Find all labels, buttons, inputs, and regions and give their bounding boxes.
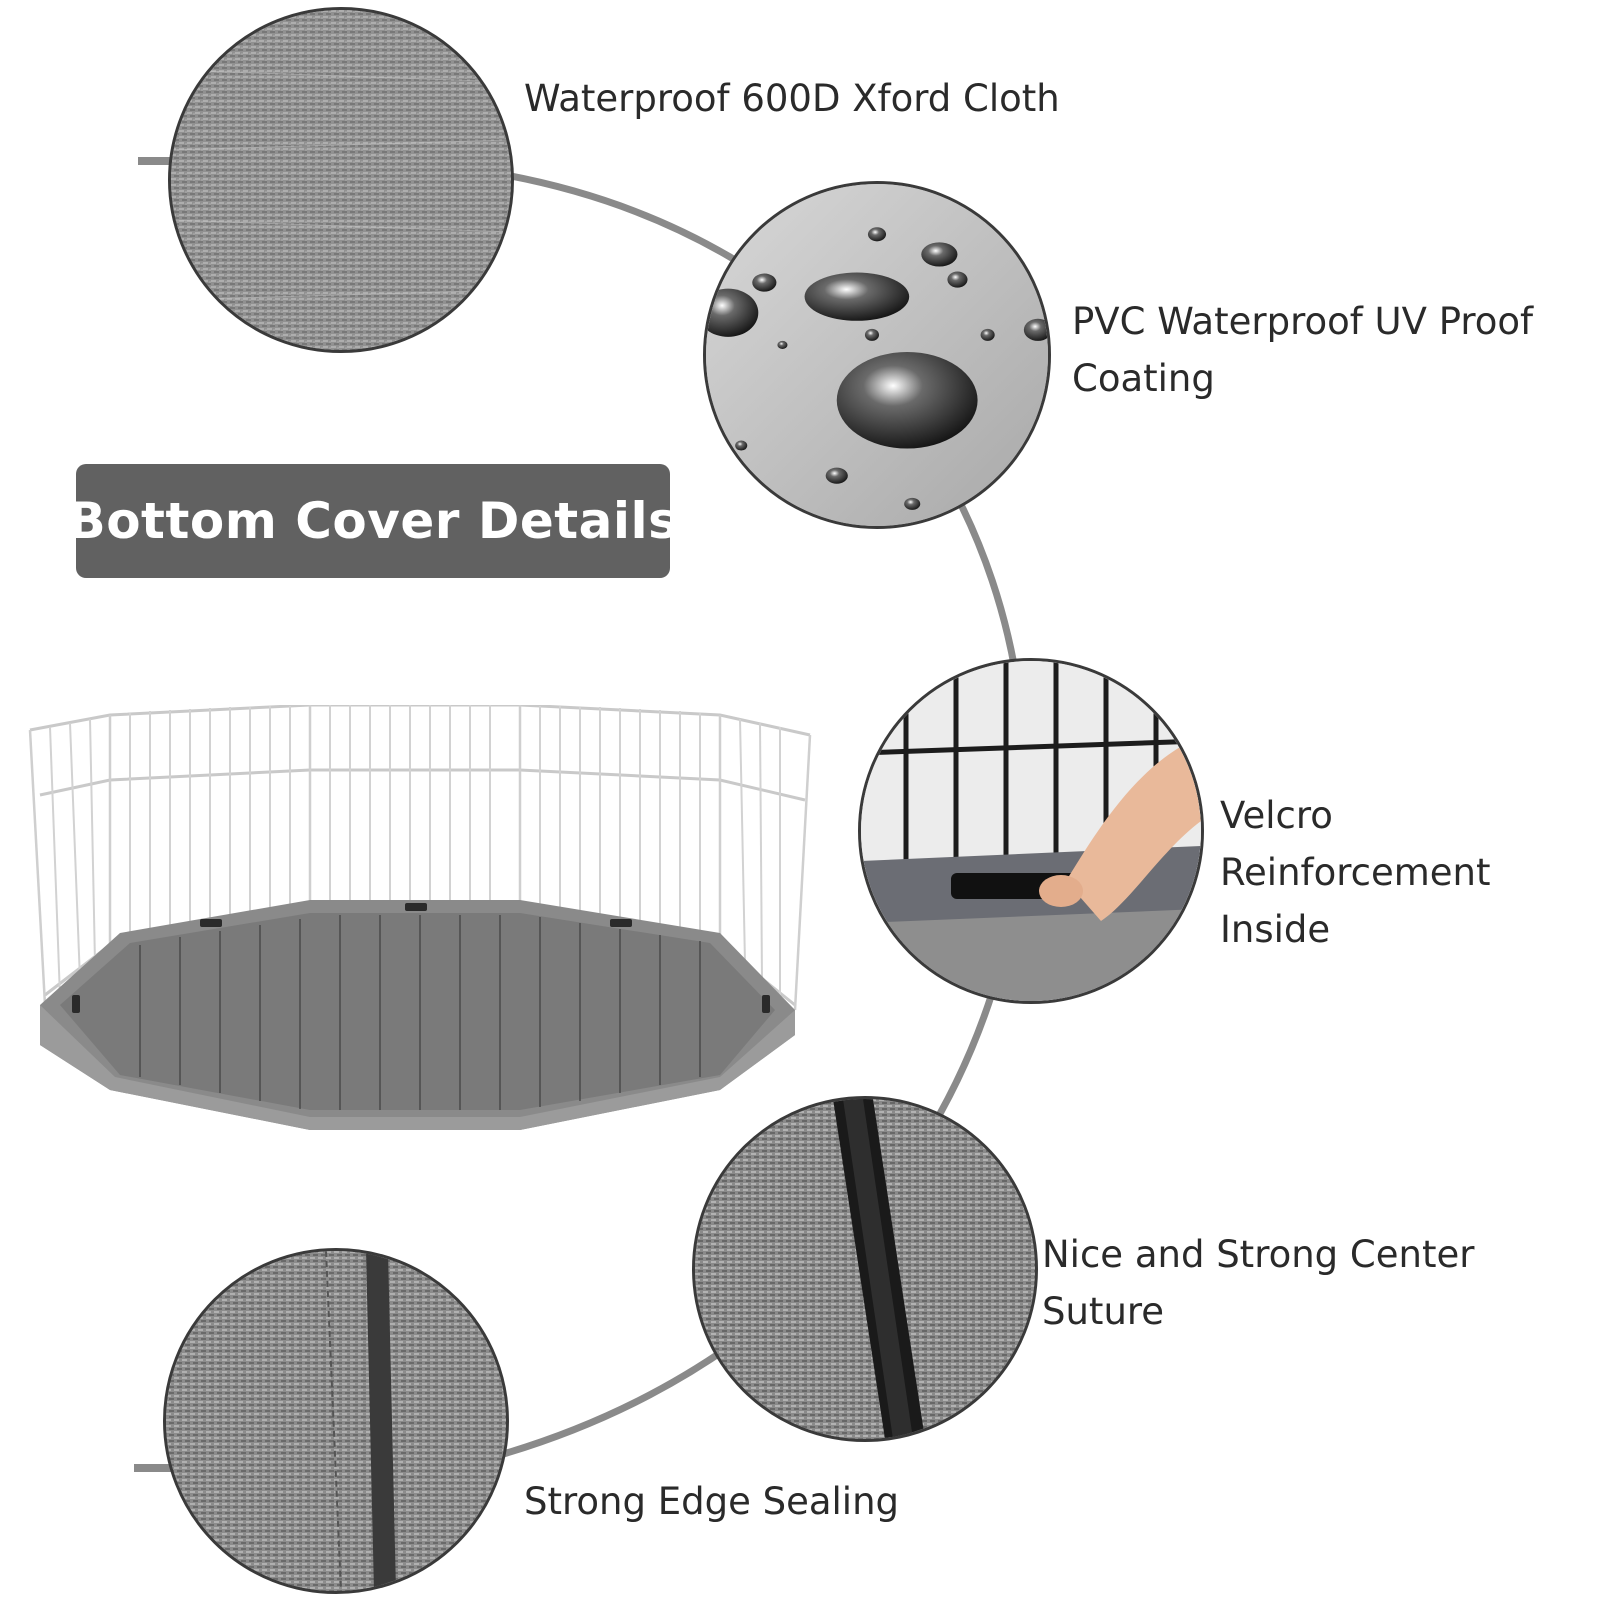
- velcro-strap-icon: [858, 658, 1204, 1004]
- feature-label-suture: Nice and Strong Center Suture: [1042, 1233, 1475, 1333]
- title-banner: Bottom Cover Details: [68, 464, 678, 578]
- playpen-illustration: [20, 705, 830, 1160]
- edge-seam-icon: [163, 1248, 509, 1594]
- feature-label-velcro: Velcro Reinforcement Inside: [1220, 794, 1491, 951]
- page-title: Bottom Cover Details: [67, 492, 679, 550]
- feature-label-edge: Strong Edge Sealing: [524, 1480, 900, 1523]
- center-seam-icon: [692, 1096, 1038, 1442]
- feature-label-cloth: Waterproof 600D Xford Cloth: [524, 77, 1060, 120]
- feature-label-coating: PVC Waterproof UV Proof Coating: [1072, 300, 1534, 400]
- fabric-texture-icon: [168, 7, 514, 353]
- water-droplets-icon: [703, 181, 1051, 529]
